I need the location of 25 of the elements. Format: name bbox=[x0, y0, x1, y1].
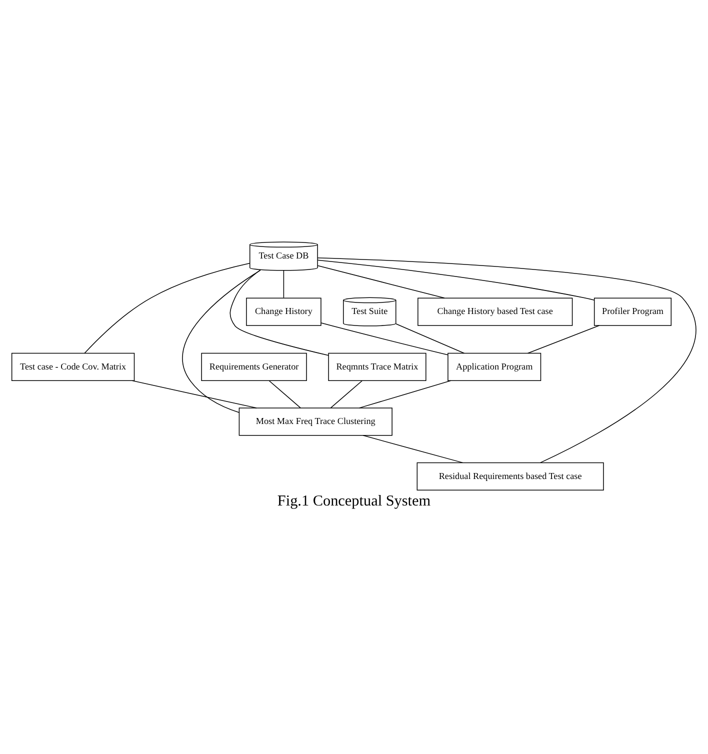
connector bbox=[317, 259, 595, 300]
connector bbox=[527, 324, 600, 354]
node-box: Test case - Code Cov. Matrix bbox=[11, 352, 135, 381]
connector bbox=[132, 380, 257, 408]
connector bbox=[230, 269, 329, 356]
connector bbox=[396, 323, 465, 354]
node-box: Application Program bbox=[448, 352, 542, 381]
node-box: Requirements Generator bbox=[201, 352, 307, 381]
connector bbox=[358, 380, 452, 408]
connector bbox=[320, 322, 448, 355]
connector bbox=[84, 262, 250, 354]
node-box: Change History based Test case bbox=[418, 297, 573, 326]
connector bbox=[268, 380, 301, 408]
node-box: Profiler Program bbox=[594, 297, 672, 326]
connector bbox=[283, 269, 284, 298]
caption: Fig.1 Conceptual System bbox=[277, 492, 431, 509]
connector bbox=[330, 380, 362, 408]
connector bbox=[317, 256, 696, 463]
node-box: Reqmnts Trace Matrix bbox=[328, 352, 426, 381]
connector bbox=[362, 434, 464, 463]
node-box: Change History bbox=[246, 297, 322, 326]
connector bbox=[182, 269, 261, 412]
connector bbox=[317, 264, 445, 298]
node-box: Residual Requirements based Test case bbox=[416, 462, 604, 490]
node-box: Most Max Freq Trace Clustering bbox=[238, 407, 392, 436]
